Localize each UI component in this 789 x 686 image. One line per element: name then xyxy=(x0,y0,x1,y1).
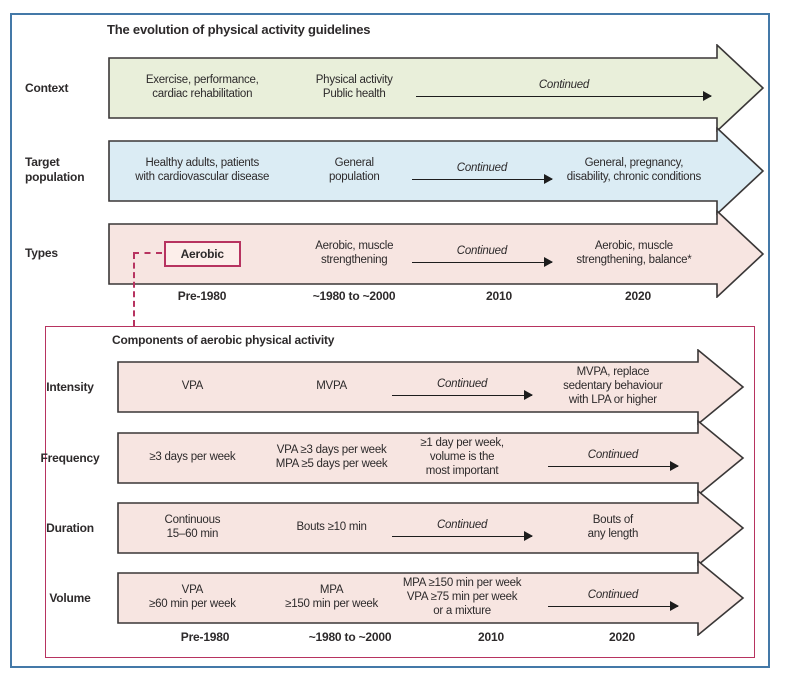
figure-border xyxy=(10,13,770,668)
duration-cell-2020: Bouts of any length xyxy=(587,514,639,540)
continued-label: Continued xyxy=(587,448,638,461)
volume-continued: Continued xyxy=(529,588,697,611)
components-timeline-pre1980: Pre-1980 xyxy=(180,630,230,644)
aerobic-connector-vertical xyxy=(133,253,135,326)
intensity-cell-pre1980: VPA xyxy=(181,380,204,393)
continued-arrow-icon xyxy=(392,391,534,400)
duration-cell-pre1980: Continuous 15–60 min xyxy=(164,514,221,540)
volume-cell-pre1980: VPA ≥60 min per week xyxy=(149,584,236,610)
continued-arrow-icon xyxy=(392,532,534,541)
context-arrow-shape xyxy=(108,44,765,132)
target-cell-1980-2000: General population xyxy=(328,157,380,183)
intensity-arrow-shape xyxy=(117,349,745,425)
types-cell-2020: Aerobic, muscle strengthening, balance* xyxy=(576,240,692,266)
volume-cell-2010: MPA ≥150 min per week VPA ≥75 min per we… xyxy=(402,577,522,617)
context-cell-pre1980: Exercise, performance, cardiac rehabilit… xyxy=(145,74,259,100)
volume-arrow-shape xyxy=(117,560,745,636)
duration-continued: Continued xyxy=(392,518,534,541)
intensity-arrow-content: VPA MVPA Continued MVPA, replace sedenta… xyxy=(117,362,697,412)
types-arrow-content: Aerobic Aerobic, muscle strengthening Co… xyxy=(108,224,716,284)
row-label-target-population: Target population xyxy=(25,155,85,184)
types-cell-pre1980: Aerobic xyxy=(108,240,296,268)
row-label-intensity: Intensity xyxy=(46,380,94,394)
timeline-1980-2000: ~1980 to ~2000 xyxy=(312,289,396,303)
frequency-cell-pre1980: ≥3 days per week xyxy=(149,451,236,464)
intensity-cell-2020: MVPA, replace sedentary behaviour with L… xyxy=(563,366,663,406)
frequency-cell-1980-2000: VPA ≥3 days per week MPA ≥5 days per wee… xyxy=(275,444,388,470)
continued-label: Continued xyxy=(436,377,488,390)
frequency-arrow-shape xyxy=(117,420,745,496)
context-cell-1980-2000: Physical activity Public health xyxy=(315,74,393,100)
continued-label: Continued xyxy=(436,518,488,531)
intensity-continued: Continued xyxy=(392,377,534,400)
target-arrow-shape xyxy=(108,127,765,215)
row-label-frequency: Frequency xyxy=(40,451,100,465)
aerobic-connector-horizontal xyxy=(133,252,162,254)
components-timeline-1980-2000: ~1980 to ~2000 xyxy=(308,630,392,644)
frequency-arrow-content: ≥3 days per week VPA ≥3 days per week MP… xyxy=(117,433,697,483)
components-timeline-2010: 2010 xyxy=(478,630,504,644)
duration-cell-1980-2000: Bouts ≥10 min xyxy=(296,521,367,534)
row-label-types: Types xyxy=(25,246,58,260)
timeline-2010: 2010 xyxy=(486,289,512,303)
components-timeline-2020: 2020 xyxy=(609,630,635,644)
target-cell-2020: General, pregnancy, disability, chronic … xyxy=(566,157,701,183)
continued-arrow-icon xyxy=(547,602,679,611)
duration-arrow-content: Continuous 15–60 min Bouts ≥10 min Conti… xyxy=(117,503,697,553)
figure-title: The evolution of physical activity guide… xyxy=(107,22,371,37)
continued-label: Continued xyxy=(456,161,507,174)
target-continued: Continued xyxy=(411,161,553,184)
row-label-volume: Volume xyxy=(49,591,91,605)
intensity-cell-1980-2000: MVPA xyxy=(316,380,347,393)
target-cell-pre1980: Healthy adults, patients with cardiovasc… xyxy=(135,157,270,183)
target-arrow-content: Healthy adults, patients with cardiovasc… xyxy=(108,141,716,201)
aerobic-box: Aerobic xyxy=(163,240,241,268)
frequency-continued: Continued xyxy=(529,448,697,471)
context-continued: Continued xyxy=(412,78,716,101)
components-panel-border xyxy=(45,326,755,658)
components-title: Components of aerobic physical activity xyxy=(112,333,335,347)
duration-arrow-shape xyxy=(117,490,745,566)
continued-label: Continued xyxy=(456,244,507,257)
volume-arrow-content: VPA ≥60 min per week MPA ≥150 min per we… xyxy=(117,573,697,623)
types-arrow-shape xyxy=(108,210,765,298)
continued-label: Continued xyxy=(538,78,590,91)
continued-arrow-icon xyxy=(411,258,553,267)
timeline-pre1980: Pre-1980 xyxy=(177,289,227,303)
continued-label: Continued xyxy=(587,588,638,601)
continued-arrow-icon xyxy=(416,92,713,101)
row-label-context: Context xyxy=(25,81,69,95)
types-cell-1980-2000: Aerobic, muscle strengthening xyxy=(315,240,394,266)
frequency-cell-2010: ≥1 day per week, volume is the most impo… xyxy=(420,437,504,477)
row-label-duration: Duration xyxy=(46,521,94,535)
timeline-2020: 2020 xyxy=(625,289,651,303)
context-arrow-content: Exercise, performance, cardiac rehabilit… xyxy=(108,58,716,118)
volume-cell-1980-2000: MPA ≥150 min per week xyxy=(285,584,379,610)
continued-arrow-icon xyxy=(411,175,553,184)
continued-arrow-icon xyxy=(547,462,679,471)
types-continued: Continued xyxy=(411,244,553,267)
